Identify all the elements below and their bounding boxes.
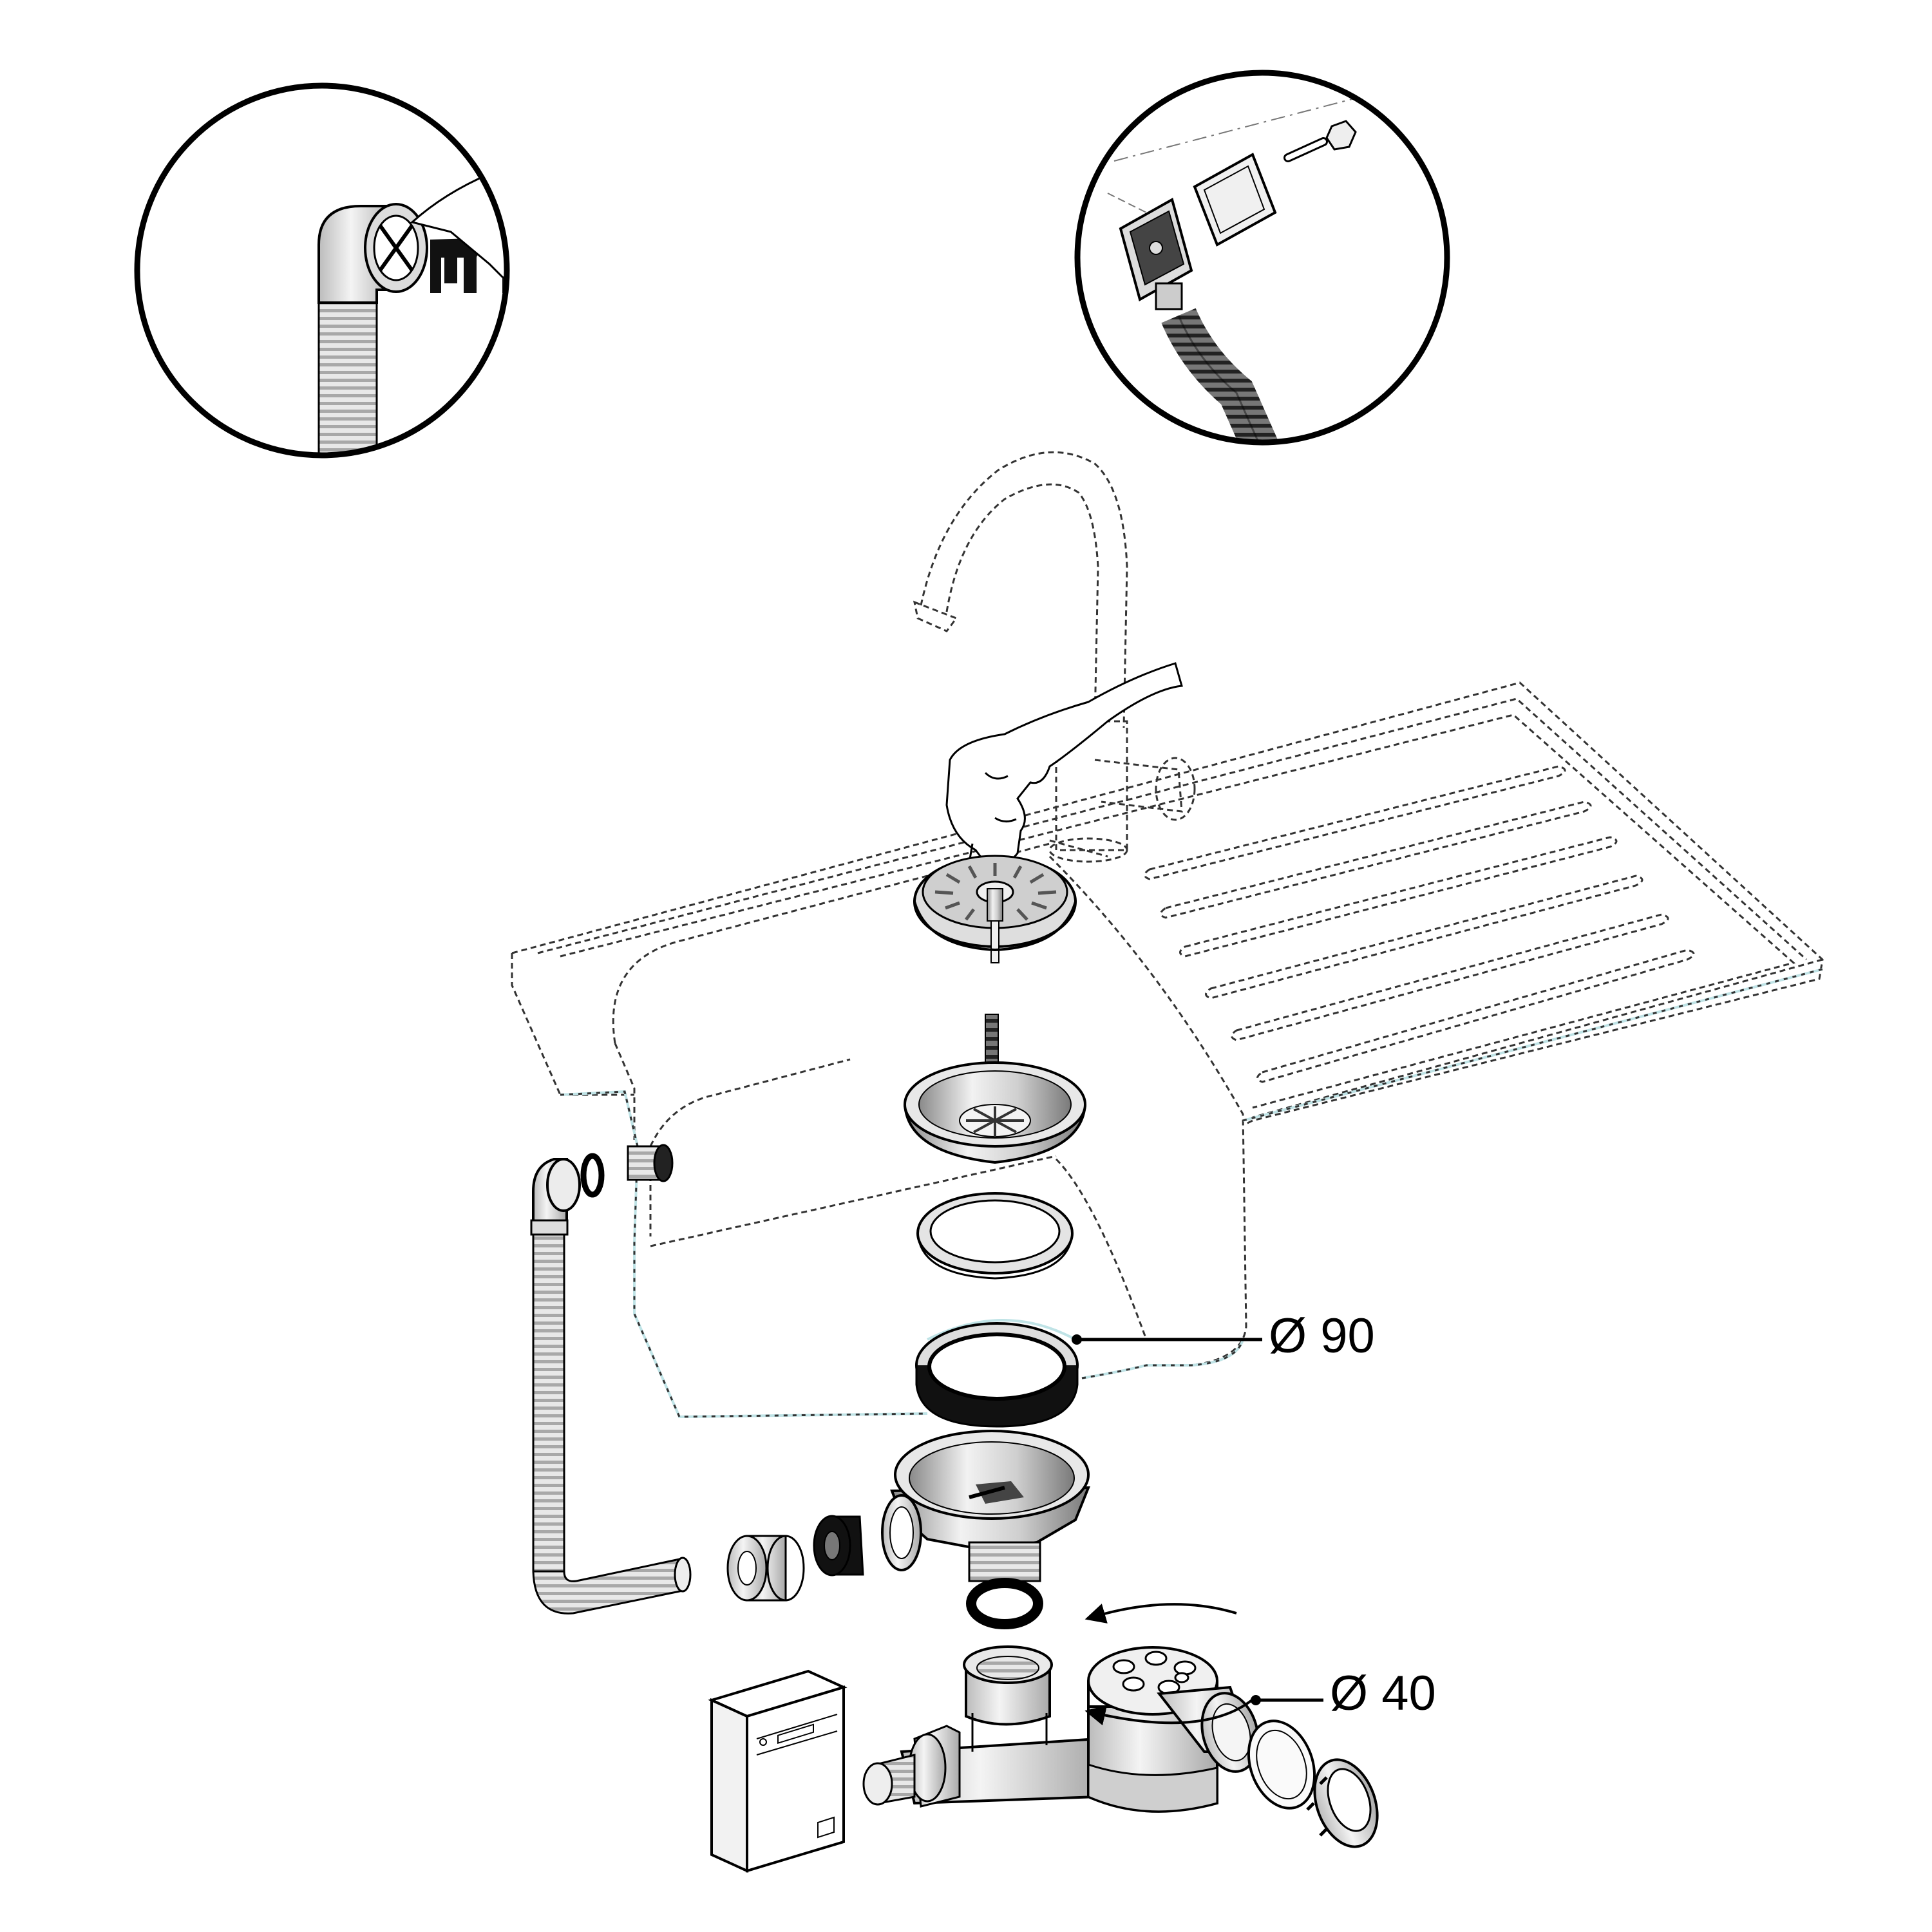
dim-40-label: Ø 40: [1330, 1666, 1436, 1721]
drain-bowl: [881, 1430, 1090, 1582]
outlet-nut: [1306, 1758, 1379, 1848]
o-ring-small: [966, 1578, 1043, 1629]
strainer-flange-cup: [904, 1061, 1086, 1164]
sink-cutline-dots: [560, 968, 1823, 1418]
center-screw: [985, 1014, 999, 1063]
union-nut: [726, 1535, 805, 1602]
rotate-arrow-icon: [1084, 1603, 1257, 1726]
sink-outline: [511, 681, 1824, 1367]
detail-right-icon: [1074, 70, 1450, 446]
rubber-cone: [813, 1515, 864, 1577]
detail-left-icon: [134, 82, 510, 459]
strainer-basket: [913, 855, 1077, 963]
outlet-washer: [1247, 1719, 1316, 1810]
dim-90-label: Ø 90: [1269, 1309, 1375, 1363]
washing-machine-icon: [708, 1669, 848, 1873]
sink-cutline: [560, 968, 1823, 1419]
flat-washer: [916, 1192, 1074, 1280]
rubber-gasket: [915, 1322, 1079, 1428]
overflow-hose: [530, 1144, 692, 1615]
dim-40-callout: Ø 40: [1251, 1666, 1436, 1721]
bottle-trap: [862, 1645, 1260, 1813]
dim-90-callout: Ø 90: [1072, 1309, 1375, 1363]
hand-outline: [945, 662, 1183, 867]
